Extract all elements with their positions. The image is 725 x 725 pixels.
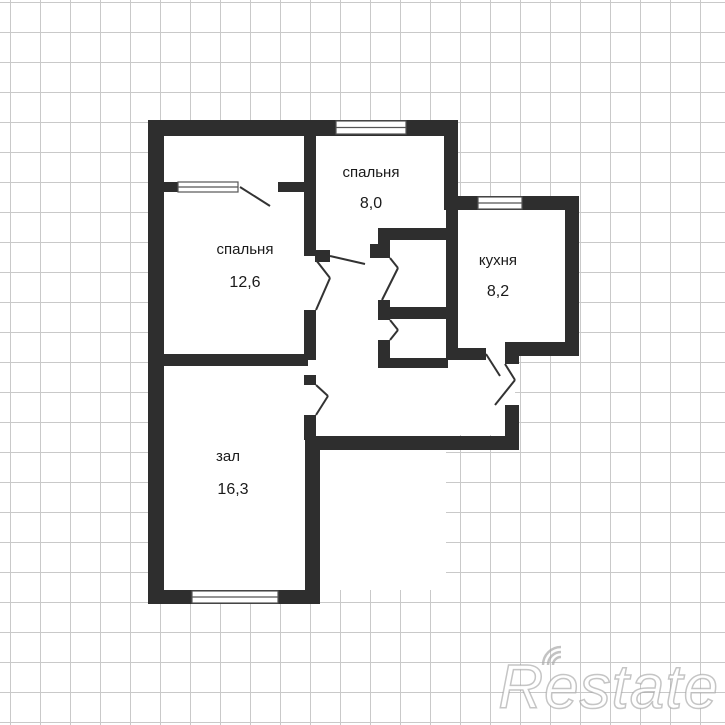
- outer-wall-hall-right: [305, 440, 320, 604]
- door-entrance: [494, 363, 516, 406]
- closet-wall-right: [278, 182, 308, 192]
- room-label-kitchen: кухня 8,2: [479, 252, 517, 300]
- closet-wall: [162, 182, 178, 192]
- room-label-hall: зал 16,3: [216, 448, 249, 498]
- watermark-logo: Restate: [498, 652, 719, 723]
- window-bedroom-small: [335, 120, 407, 135]
- room-area: 16,3: [217, 481, 248, 498]
- door-bedroom-large: [315, 259, 331, 311]
- room-name: зал: [216, 448, 240, 465]
- windows: [177, 120, 523, 604]
- room-name: спальня: [217, 241, 274, 258]
- kitchen-wall-bottom: [514, 342, 579, 356]
- door-kitchen: [485, 353, 501, 377]
- balcony-door: [177, 181, 239, 193]
- outer-wall-corridor-bottom: [305, 436, 519, 450]
- door-bedroom-small: [329, 255, 366, 265]
- hall-wall-right-low: [304, 415, 316, 440]
- door-closet: [239, 186, 271, 207]
- kitchen-wall-stub: [505, 342, 519, 364]
- outer-wall-top: [148, 120, 458, 136]
- doors: [239, 186, 516, 416]
- door-toilet: [389, 319, 399, 341]
- outer-wall-upper-right: [444, 120, 458, 210]
- signal-icon: [541, 645, 562, 666]
- kitchen-wall-left: [446, 210, 458, 360]
- bedroom-partition: [304, 136, 316, 256]
- room-area: 8,0: [360, 195, 382, 212]
- outer-wall-left: [148, 120, 164, 604]
- bathroom-left: [378, 228, 390, 258]
- room-area: 12,6: [229, 274, 260, 291]
- bathroom-divider: [378, 307, 448, 319]
- kitchen-wall-right: [565, 196, 579, 356]
- window-kitchen: [477, 196, 523, 210]
- bedroom-partition-low: [304, 310, 316, 360]
- corridor-bottom-left: [378, 358, 448, 368]
- room-label-bedroom-large: спальня 12,6: [217, 241, 274, 291]
- door-hall: [315, 384, 329, 416]
- room-name: спальня: [343, 164, 400, 181]
- room-name: кухня: [479, 252, 517, 269]
- bathroom-top: [378, 228, 448, 240]
- bedroom-small-bottom: [315, 250, 330, 262]
- door-bathroom: [381, 257, 399, 301]
- hall-wall-right: [304, 375, 316, 385]
- kitchen-wall-left-bottom: [446, 348, 486, 360]
- outer-wall-corridor-right: [505, 405, 519, 450]
- hall-top-wall: [162, 354, 308, 366]
- room-area: 8,2: [487, 283, 509, 300]
- window-hall: [191, 590, 279, 604]
- room-label-bedroom-small: спальня 8,0: [343, 164, 400, 212]
